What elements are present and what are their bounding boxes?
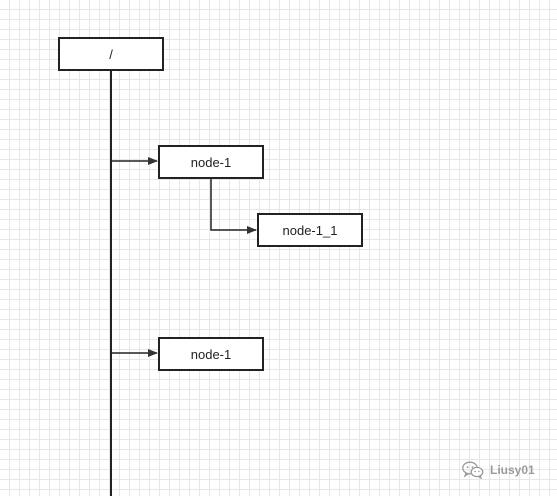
node-1-1-label: node-1_1	[282, 222, 338, 238]
watermark: Liusy01	[462, 460, 535, 480]
node-1-label: node-1	[190, 154, 232, 170]
node-1-second-label: node-1	[190, 346, 232, 362]
node-1-second-box: node-1	[158, 337, 264, 371]
arrow-to-node-1-1	[210, 179, 257, 234]
root-node-label: /	[109, 46, 113, 62]
watermark-text: Liusy01	[490, 463, 535, 477]
node-1-1-box: node-1_1	[257, 213, 363, 247]
wechat-icon	[462, 461, 484, 479]
node-1-box: node-1	[158, 145, 264, 179]
root-node: /	[58, 37, 164, 71]
